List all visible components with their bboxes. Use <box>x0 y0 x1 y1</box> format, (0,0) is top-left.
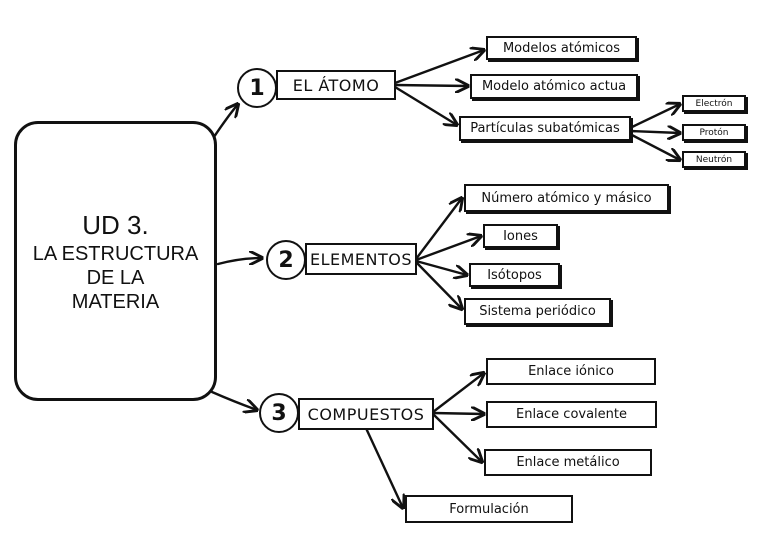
arrow-elementos-sistema <box>414 260 462 309</box>
section-number-3: 3 <box>259 393 299 433</box>
arrow-elementos-isotopos <box>414 259 467 275</box>
node-sistema-periodico: Sistema periódico <box>464 298 611 325</box>
arrow-compuestos-metalico <box>431 412 482 462</box>
node-proton: Protón <box>682 124 746 141</box>
arrow-atomo-actual <box>393 85 468 86</box>
section-number-1: 1 <box>237 68 277 108</box>
arrow-main-to-elementos <box>216 258 262 264</box>
node-modelos-atomicos: Modelos atómicos <box>486 36 637 60</box>
node-isotopos: Isótopos <box>469 263 560 287</box>
section-title-atomo: EL ÁTOMO <box>276 70 396 100</box>
node-iones: Iones <box>483 224 558 248</box>
main-topic-line3: DE LA <box>86 267 145 289</box>
arrow-compuestos-covalente <box>431 413 484 414</box>
node-particulas-subatomicas: Partículas subatómicas <box>459 116 631 141</box>
node-numero-atomico: Número atómico y másico <box>464 184 669 212</box>
arrow-elementos-numero <box>414 198 462 261</box>
node-enlace-metalico: Enlace metálico <box>484 449 652 476</box>
main-topic-line4: MATERIA <box>71 291 160 313</box>
arrow-main-to-compuestos <box>210 390 257 410</box>
node-electron: Electrón <box>682 95 746 112</box>
arrow-particulas-neutron <box>628 132 680 160</box>
arrow-particulas-electron <box>628 104 680 130</box>
arrow-elementos-iones <box>414 236 481 262</box>
arrow-main-to-atomo <box>210 104 238 142</box>
node-enlace-covalente: Enlace covalente <box>486 401 657 428</box>
arrow-atomo-particulas <box>393 85 457 125</box>
arrow-particulas-proton <box>628 131 680 133</box>
arrow-compuestos-formulacion <box>363 424 403 508</box>
section-title-elementos: ELEMENTOS <box>305 243 417 275</box>
arrow-compuestos-ionico <box>431 373 484 414</box>
node-modelo-atomico-actual: Modelo atómico actua <box>470 74 638 99</box>
section-title-compuestos: COMPUESTOS <box>298 398 434 430</box>
main-topic-box: UD 3. LA ESTRUCTURA DE LA MATERIA <box>14 121 217 401</box>
node-neutron: Neutrón <box>682 151 746 168</box>
section-number-2: 2 <box>266 240 306 280</box>
node-enlace-ionico: Enlace iónico <box>486 358 656 385</box>
arrow-atomo-modelos <box>393 50 484 85</box>
main-topic-line1: UD 3. <box>82 210 149 240</box>
main-topic-line2: LA ESTRUCTURA <box>32 243 199 265</box>
node-formulacion: Formulación <box>405 495 573 523</box>
